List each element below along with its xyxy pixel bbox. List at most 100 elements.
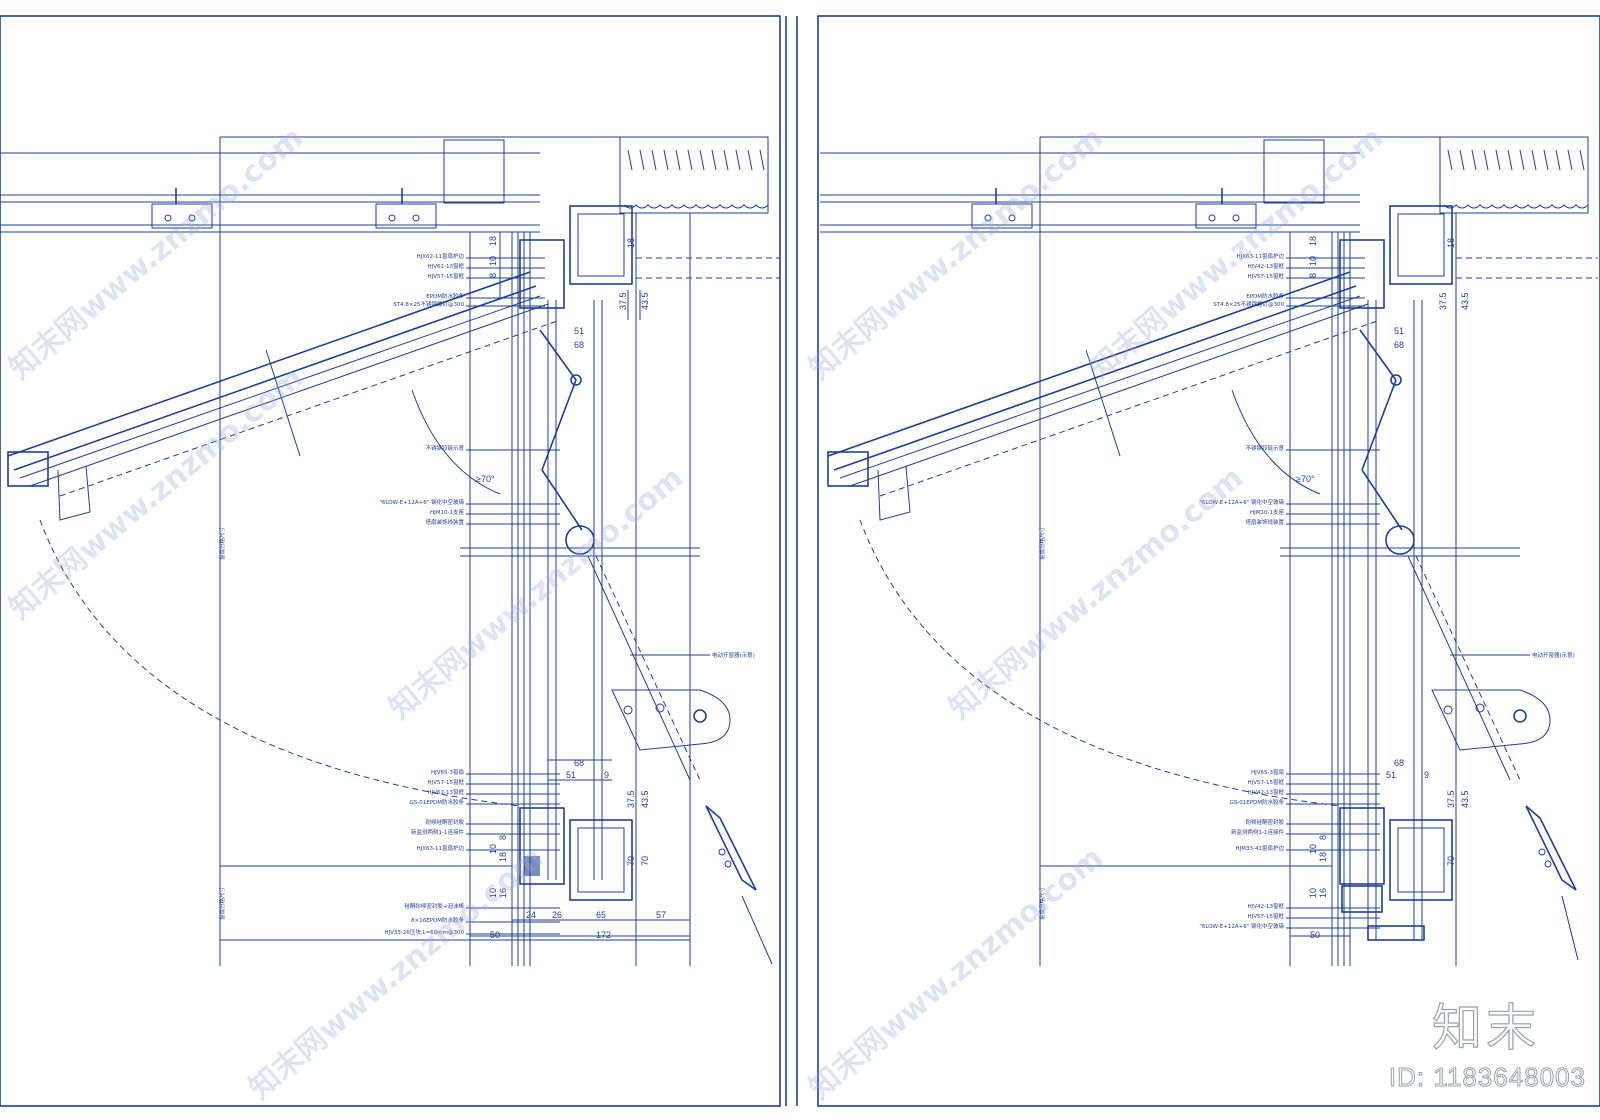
bolt-icon <box>1443 705 1453 715</box>
bolt-icon <box>388 214 396 222</box>
insulation-hatch <box>627 149 765 171</box>
dim-label: 51 <box>1394 326 1404 336</box>
vertical-dim-label: 窗扇分格尺寸 <box>1038 526 1046 560</box>
hinge-pivot-icon <box>565 525 595 555</box>
left-dims: 18 10 8 18 37.5 43.5 51 68 68 51 9 37.5 … <box>488 236 666 940</box>
dim-label: 51 <box>566 770 576 780</box>
dim-label: 37.5 <box>1438 292 1448 310</box>
dim-label: 10 <box>488 888 498 898</box>
bracket <box>971 203 1033 229</box>
dim-label: 10 <box>488 844 498 854</box>
sash-hook <box>877 465 911 521</box>
dim-label: 51 <box>574 326 584 336</box>
dim-label: 16 <box>498 888 508 898</box>
hinge-arm <box>1361 379 1397 471</box>
note-label: 不锈钢铰链示意 <box>1245 444 1284 452</box>
bolt-icon <box>1008 214 1016 222</box>
right-sheet: ≥70° <box>820 136 1598 966</box>
dim-label: 68 <box>1394 340 1404 350</box>
open-sash-glass <box>839 295 1361 479</box>
dim-label: 18 <box>1308 236 1318 246</box>
note-label: HJX63-11窗扇护边 <box>416 844 464 852</box>
vertical-dim-label: 窗扇分格尺寸 <box>1038 886 1046 920</box>
note-label: 不锈钢铰链示意 <box>425 444 464 452</box>
top-frame-profile <box>1389 205 1453 285</box>
note-label: 电动开窗器(示意) <box>1532 651 1575 659</box>
note-label: 硅酮耐候密封胶+泡沫棒 <box>404 902 464 910</box>
dim-label: 43.5 <box>1460 292 1470 310</box>
top-frame-inner <box>1397 213 1445 277</box>
note-label: HJV57-15窗框 <box>427 778 464 786</box>
bracket <box>375 203 437 229</box>
note-label: EPDM防水胶条 <box>1246 292 1284 300</box>
dim-label: 43.5 <box>640 790 650 808</box>
left-sheet: ≥70° <box>0 136 780 966</box>
note-label: "6LOW-E+12A+6" 钢化中空玻璃 <box>1199 922 1284 930</box>
asset-id-label: ID: 1183648003 <box>1388 1062 1586 1093</box>
bolt-icon <box>623 705 633 715</box>
bolt-icon <box>718 848 726 856</box>
dim-label: 18 <box>498 852 508 862</box>
top-sash-profile <box>1339 239 1385 309</box>
bolt-icon <box>1208 214 1216 222</box>
watermark-text: 知末网www.znzmo.com <box>943 460 1250 726</box>
note-label: 耐候硅酮密封胶 <box>1245 818 1284 826</box>
actuator-body <box>705 805 757 891</box>
actuator-line <box>587 555 691 781</box>
bolt-icon <box>984 214 992 222</box>
bottom-sash-profile <box>1339 807 1385 885</box>
dim-label: 10 <box>488 256 498 266</box>
bolt-icon <box>1475 703 1485 713</box>
angle-label: ≥70° <box>476 474 495 484</box>
dim-label: 8 <box>488 273 498 278</box>
watermark-text: 知末网www.znzmo.com <box>3 120 310 386</box>
dim-label: 18 <box>488 236 498 246</box>
bolt-icon <box>1544 860 1552 868</box>
note-label: 新监测两侧1-1连接件 <box>411 828 464 836</box>
insulation-wave <box>623 204 769 209</box>
column-box <box>443 139 505 204</box>
open-sash-edge <box>7 271 531 457</box>
note-label: HJV65-3窗扇 <box>1251 768 1284 776</box>
dim-label: 43.5 <box>640 292 650 310</box>
note-label: "6LOW-E+12A+6" 钢化中空玻璃 <box>1199 498 1284 506</box>
extra-sash-profile <box>1341 885 1383 913</box>
dim-label: 43.5 <box>1460 790 1470 808</box>
note-label: HJV62-13窗框 <box>427 788 464 796</box>
dim-label: 16 <box>1318 888 1328 898</box>
note-label: 新监测两侧1-1连接件 <box>1231 828 1284 836</box>
watermark-text: 知末网www.znzmo.com <box>243 840 550 1106</box>
dim-label: 10 <box>1308 256 1318 266</box>
dim-label: 9 <box>1424 770 1429 780</box>
insulation-block <box>619 136 769 214</box>
actuator-cable <box>741 895 773 965</box>
dim-label: 70 <box>640 856 650 866</box>
dim-label: 24 <box>526 910 536 920</box>
right-notes: HJX63-11窗扇护边 HJV42-13窗框 HJV57-15窗框 EPDM防… <box>1199 252 1574 930</box>
note-label: HJV57-15窗框 <box>1247 778 1284 786</box>
angle-label: ≥70° <box>1296 474 1315 484</box>
insulation-wave <box>1443 204 1589 209</box>
swing-arc <box>39 519 521 807</box>
note-label: HJV57-15窗框 <box>1247 272 1284 280</box>
note-label: HJM33-41窗扇护边 <box>1236 844 1285 852</box>
bracket <box>151 203 213 229</box>
hinge-pivot-icon <box>1385 525 1415 555</box>
dim-label: 9 <box>604 770 609 780</box>
dim-label: 10 <box>1308 844 1318 854</box>
sash-end-profile <box>827 451 869 487</box>
dim-label: 8 <box>498 835 508 840</box>
break-line <box>1085 349 1121 457</box>
dim-label: 68 <box>1394 758 1404 768</box>
bolt-icon <box>1232 214 1240 222</box>
actuator-bracket <box>611 689 731 751</box>
sill-profile <box>1367 925 1425 941</box>
bolt-icon <box>1538 848 1546 856</box>
sash-end-profile <box>7 451 49 487</box>
hinge-pivot-icon <box>570 374 582 386</box>
bottom-frame-inner <box>1397 827 1445 893</box>
dim-label: 70 <box>626 856 636 866</box>
watermark-text: 知末网www.znzmo.com <box>3 360 310 626</box>
column-box <box>1263 139 1325 204</box>
